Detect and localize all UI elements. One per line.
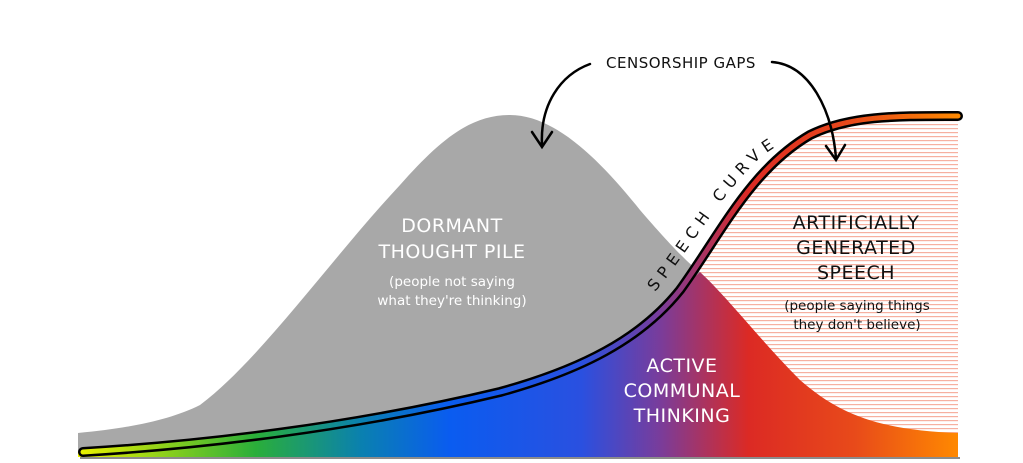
active-title-line-1: ACTIVE <box>646 355 717 377</box>
active-thinking-region <box>78 272 958 457</box>
dormant-title-line-1: DORMANT <box>401 215 503 237</box>
active-title-line-2: COMMUNAL <box>624 380 741 402</box>
active-title-line-3: THINKING <box>633 405 731 427</box>
censorship-gaps-label: CENSORSHIP GAPS <box>606 54 756 72</box>
dormant-sub-line-1: (people not saying <box>389 274 515 290</box>
dormant-sub-line-2: what they're thinking) <box>377 293 526 309</box>
arrow-to-dormant-icon <box>530 62 592 150</box>
dormant-thought-region <box>78 115 700 452</box>
dormant-title-line-2: THOUGHT PILE <box>377 241 525 263</box>
artificial-title-line-3: SPEECH <box>817 262 895 284</box>
artificial-sub-line-1: (people saying things <box>784 298 930 314</box>
artificial-sub-line-2: they don't believe) <box>793 317 920 333</box>
arrow-to-artificial-icon <box>770 60 847 163</box>
artificial-title-line-2: GENERATED <box>796 237 916 259</box>
artificial-title-line-1: ARTIFICIALLY <box>793 212 920 234</box>
